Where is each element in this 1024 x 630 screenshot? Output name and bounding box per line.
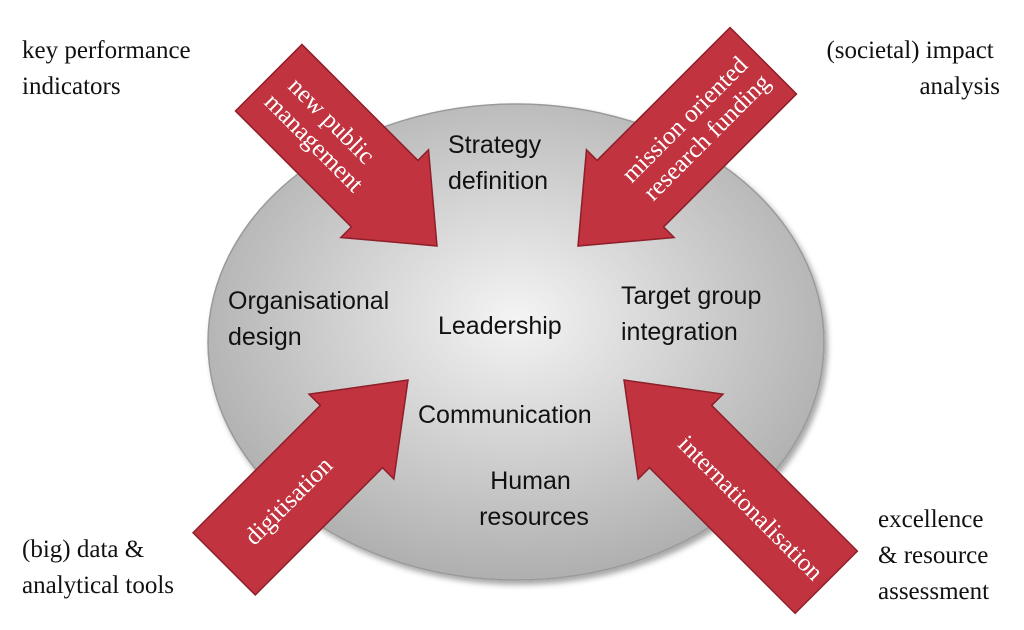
human-line-1: Human: [490, 467, 571, 495]
organisational-design-label: Organisational design: [228, 287, 396, 351]
strategy-line-2: definition: [448, 167, 548, 195]
arrow-new-public-management: new public management: [234, 43, 438, 247]
outer-top-left-line-2: indicators: [22, 73, 121, 100]
arrow-shape-top-right: [577, 26, 798, 247]
communication-label: Communication: [418, 401, 592, 429]
outer-bottom-left-line-1: (big) data &: [22, 536, 144, 563]
target-group-integration-label: Target group integration: [621, 282, 768, 346]
arrow-shape-bottom-right: [623, 379, 859, 615]
organisation-line-2: design: [228, 323, 302, 351]
arrow-shape-top-left: [234, 43, 438, 247]
human-line-2: resources: [479, 503, 589, 531]
organisation-line-1: Organisational: [228, 287, 389, 315]
leadership-label: Leadership: [438, 312, 562, 340]
big-data-analytical-tools-label: (big) data & analytical tools: [22, 536, 174, 599]
target-line-2: integration: [621, 318, 738, 346]
outer-bottom-right-line-2: & resource: [878, 542, 988, 569]
societal-impact-analysis-label: (societal) impact analysis: [826, 37, 1000, 100]
target-line-1: Target group: [621, 282, 761, 310]
key-performance-indicators-label: key performance indicators: [22, 37, 197, 100]
excellence-resource-assessment-label: excellence & resource assessment: [878, 506, 995, 605]
outer-bottom-right-line-3: assessment: [878, 578, 989, 605]
strategy-definition-label: Strategy definition: [448, 131, 548, 195]
strategy-line-1: Strategy: [448, 131, 542, 159]
arrow-shape-bottom-left: [191, 379, 409, 597]
human-resources-label: Human resources: [479, 467, 589, 531]
outer-bottom-right-line-1: excellence: [878, 506, 983, 533]
outer-bottom-left-line-2: analytical tools: [22, 572, 174, 599]
outer-top-left-line-1: key performance: [22, 37, 191, 64]
outer-top-right-line-1: (societal) impact: [826, 37, 993, 64]
outer-top-right-line-2: analysis: [919, 73, 1000, 100]
